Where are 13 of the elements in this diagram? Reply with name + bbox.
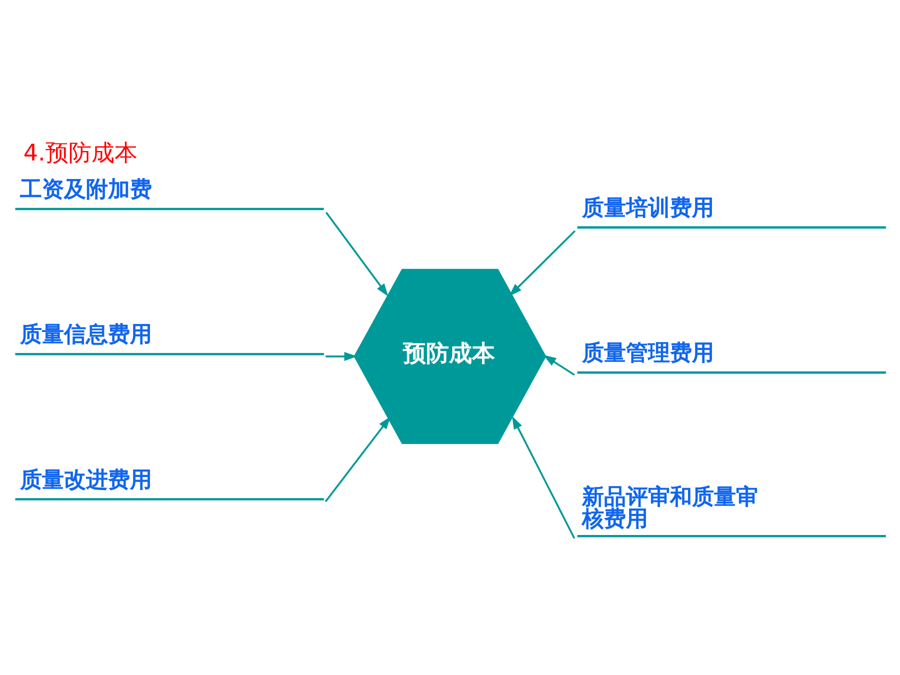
node-text: 工资及附加费 [20, 177, 152, 202]
arrow [324, 416, 391, 502]
arrow [325, 211, 388, 296]
diagram-title: 4.预防成本 [23, 140, 138, 166]
arrow [512, 416, 576, 538]
node-text: 质量信息费用 [20, 322, 152, 348]
node-text: 质量管理费用 [582, 340, 714, 366]
node-text: 质量改进费用 [20, 467, 152, 492]
node-text: 质量培训费用 [582, 196, 714, 220]
arrow [543, 354, 575, 376]
arrow [326, 351, 358, 360]
arrow [509, 230, 576, 296]
node-text: 新品评审和质量审核费用 [582, 484, 758, 532]
